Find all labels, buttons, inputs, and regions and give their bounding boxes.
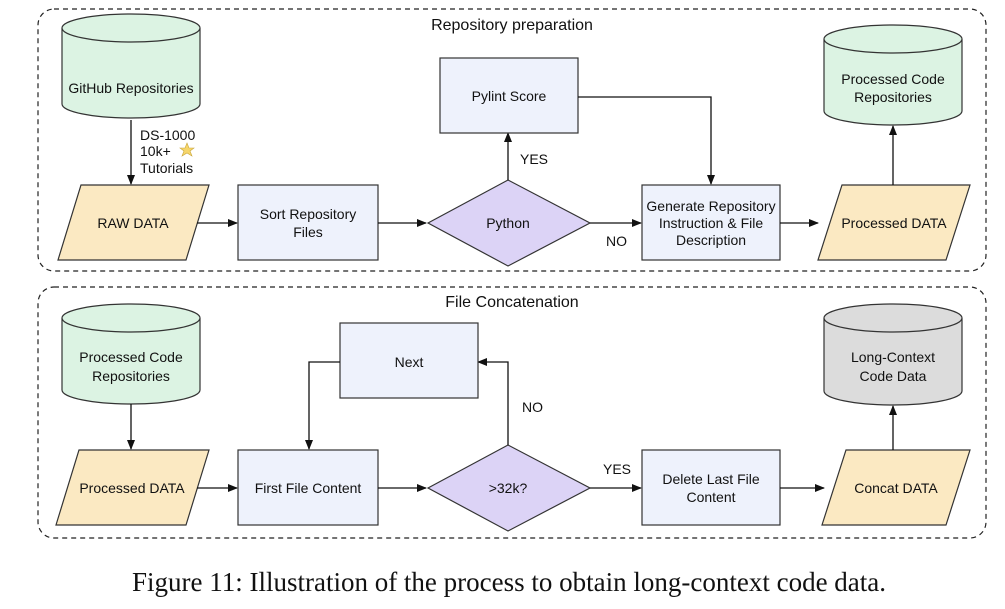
top-yes-label: YES [520,151,548,167]
svg-text:Generate Repository: Generate Repository [646,198,775,214]
svg-text:Concat DATA: Concat DATA [854,480,938,496]
delete-last-file-node: Delete Last File Content [641,449,781,526]
svg-text:Delete Last File: Delete Last File [662,471,759,487]
processed-data-node-bottom: Processed DATA [55,449,210,526]
source-tutorials: Tutorials [140,160,193,176]
processed-code-repositories-cylinder-top: Processed Code Repositories [823,24,963,126]
bottom-no-label: NO [522,399,543,415]
size-check-label: >32k? [489,480,528,496]
next-to-first-edge [305,361,340,450]
star-icon [179,142,195,157]
python-label: Python [486,215,530,231]
source-10k: 10k+ [140,143,171,159]
svg-text:Sort Repository: Sort Repository [260,206,356,222]
svg-text:First File Content: First File Content [255,480,362,496]
repository-preparation-title: Repository preparation [431,17,593,34]
svg-text:Content: Content [686,489,735,505]
svg-text:Description: Description [676,232,746,248]
pylint-score-node: Pylint Score [439,57,579,134]
processed-data-node-top: Processed DATA [817,184,971,261]
first-file-content-node: First File Content [237,449,379,526]
size-check-decision: >32k? [426,444,592,532]
svg-text:Long-Context: Long-Context [851,349,935,365]
file-concatenation-group [37,286,987,539]
svg-text:Processed Code: Processed Code [841,71,945,87]
pylint-to-generate-edge [578,96,715,185]
file-concatenation-title: File Concatenation [445,294,578,311]
next-node: Next [339,322,479,399]
raw-data-label: RAW DATA [97,215,169,231]
github-repositories-label: GitHub Repositories [68,80,193,96]
generate-instruction-node: Generate Repository Instruction & File D… [641,184,781,261]
python-decision: Python [426,179,592,267]
pylint-score-label: Pylint Score [472,88,547,104]
long-context-code-data-cylinder: Long-Context Code Data [823,303,963,406]
top-no-label: NO [606,233,627,249]
svg-text:Repositories: Repositories [92,368,170,384]
check-no-edge [477,358,509,445]
next-label: Next [395,354,424,370]
repository-preparation-group [37,8,987,272]
sort-repository-files-node: Sort Repository Files [237,184,379,261]
github-repositories-cylinder: GitHub Repositories [61,13,201,119]
figure-caption: Figure 11: Illustration of the process t… [132,567,886,597]
svg-text:Code Data: Code Data [860,368,927,384]
svg-text:Processed DATA: Processed DATA [79,480,185,496]
bottom-yes-label: YES [603,461,631,477]
raw-data-node: RAW DATA [57,184,210,261]
svg-text:Repositories: Repositories [854,89,932,105]
svg-text:Files: Files [293,224,323,240]
processed-code-repositories-cylinder-bottom: Processed Code Repositories [61,303,201,405]
svg-text:Processed DATA: Processed DATA [841,215,947,231]
concat-data-node: Concat DATA [821,449,971,526]
source-ds1000: DS-1000 [140,127,195,143]
svg-text:Processed Code: Processed Code [79,349,183,365]
svg-text:Instruction & File: Instruction & File [659,215,763,231]
